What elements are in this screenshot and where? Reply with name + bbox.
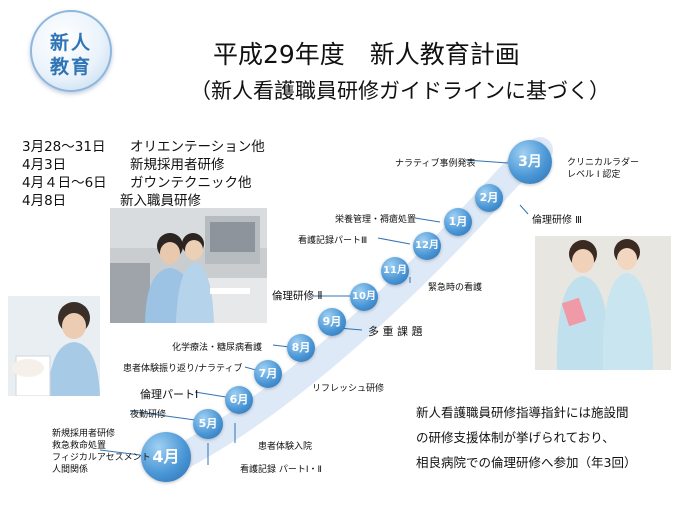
schedule-date: 4月４日～6日 — [22, 175, 107, 191]
schedule-row: 4月４日～6日 ガウンテクニック他 — [22, 171, 252, 191]
month-circle-2: 2月 — [475, 184, 503, 212]
note-line: 新人看護職員研修指導指針には施設間 — [416, 405, 629, 420]
badge-line2: 教育 — [49, 56, 92, 78]
schedule-date: 4月3日 — [22, 157, 67, 173]
month-circle-7: 7月 — [254, 360, 282, 388]
badge-line1: 新人 — [49, 32, 92, 54]
schedule-row: 4月3日 新規採用者研修 — [22, 153, 225, 173]
label-clinical-1: クリニカルラダー — [567, 158, 640, 168]
label-kagaku: 化学療法・糖尿病看護 — [172, 343, 263, 353]
label-kinkyuu: 緊急時の看護 — [428, 283, 483, 293]
month-circle-5: 5月 — [193, 409, 223, 439]
schedule-row: 3月28～31日 オリエンテーション他 — [22, 135, 265, 155]
schedule-date: 3月28～31日 — [22, 139, 106, 155]
label-kanja-furikaeri: 患者体験振り返り/ナラティブ — [123, 364, 243, 374]
nurses-workstation-photo — [110, 208, 267, 323]
label-shinki: 新規採用者研修 — [52, 429, 116, 439]
month-circle-10: 10月 — [350, 283, 378, 311]
month-circle-6: 6月 — [225, 386, 253, 414]
two-nurses-photo — [535, 236, 671, 370]
label-kiroku12: 看護記録 パートⅠ・Ⅱ — [240, 465, 322, 475]
month-circle-9: 9月 — [318, 308, 346, 336]
month-circle-11: 11月 — [381, 257, 409, 285]
label-ningen: 人間関係 — [52, 465, 89, 475]
label-kanja-nyuin: 患者体験入院 — [258, 442, 313, 452]
month-circle-12: 12月 — [413, 232, 441, 260]
month-circle-4: 4月 — [141, 432, 191, 482]
page-title: 平成29年度 新人教育計画 — [213, 40, 520, 69]
badge-circle: 新人 教育 — [30, 10, 112, 92]
label-rinri3: 倫理研修 Ⅲ — [532, 215, 583, 226]
label-kyumei: 救急救命処置 — [52, 441, 107, 451]
label-narrative: ナラティブ事例発表 — [395, 159, 476, 169]
schedule-event: 新入職員研修 — [120, 193, 201, 209]
month-circle-3: 3月 — [508, 140, 552, 184]
schedule-event: ガウンテクニック他 — [130, 175, 252, 191]
note-line: 相良病院での倫理研修へ参加（年3回） — [416, 455, 637, 470]
schedule-event: 新規採用者研修 — [130, 157, 225, 173]
label-tajuu: 多 重 課 題 — [368, 325, 423, 338]
note-line: の研修支援体制が挙げられており、 — [416, 430, 615, 445]
label-clinical-2: レベル Ⅰ 認定 — [567, 170, 621, 180]
label-rinri2: 倫理研修 Ⅱ — [272, 290, 323, 302]
label-kiroku3: 看護記録パートⅢ — [298, 236, 368, 246]
nurse-photo-left — [8, 296, 100, 396]
label-eiyou: 栄養管理・褥瘡処置 — [335, 215, 417, 225]
label-physical: フィジカルアセスメント — [52, 453, 151, 463]
schedule-row: 4月8日 新入職員研修 — [22, 189, 201, 209]
schedule-date: 4月8日 — [22, 193, 67, 209]
label-yakin: 夜勤研修 — [130, 410, 167, 420]
month-circle-8: 8月 — [287, 334, 315, 362]
page-subtitle: （新人看護職員研修ガイドラインに基づく） — [190, 79, 610, 103]
label-rinri1: 倫理パートⅠ — [140, 388, 199, 401]
month-circle-1: 1月 — [444, 208, 472, 236]
schedule-event: オリエンテーション他 — [130, 139, 265, 155]
label-refresh: リフレッシュ研修 — [312, 384, 385, 394]
